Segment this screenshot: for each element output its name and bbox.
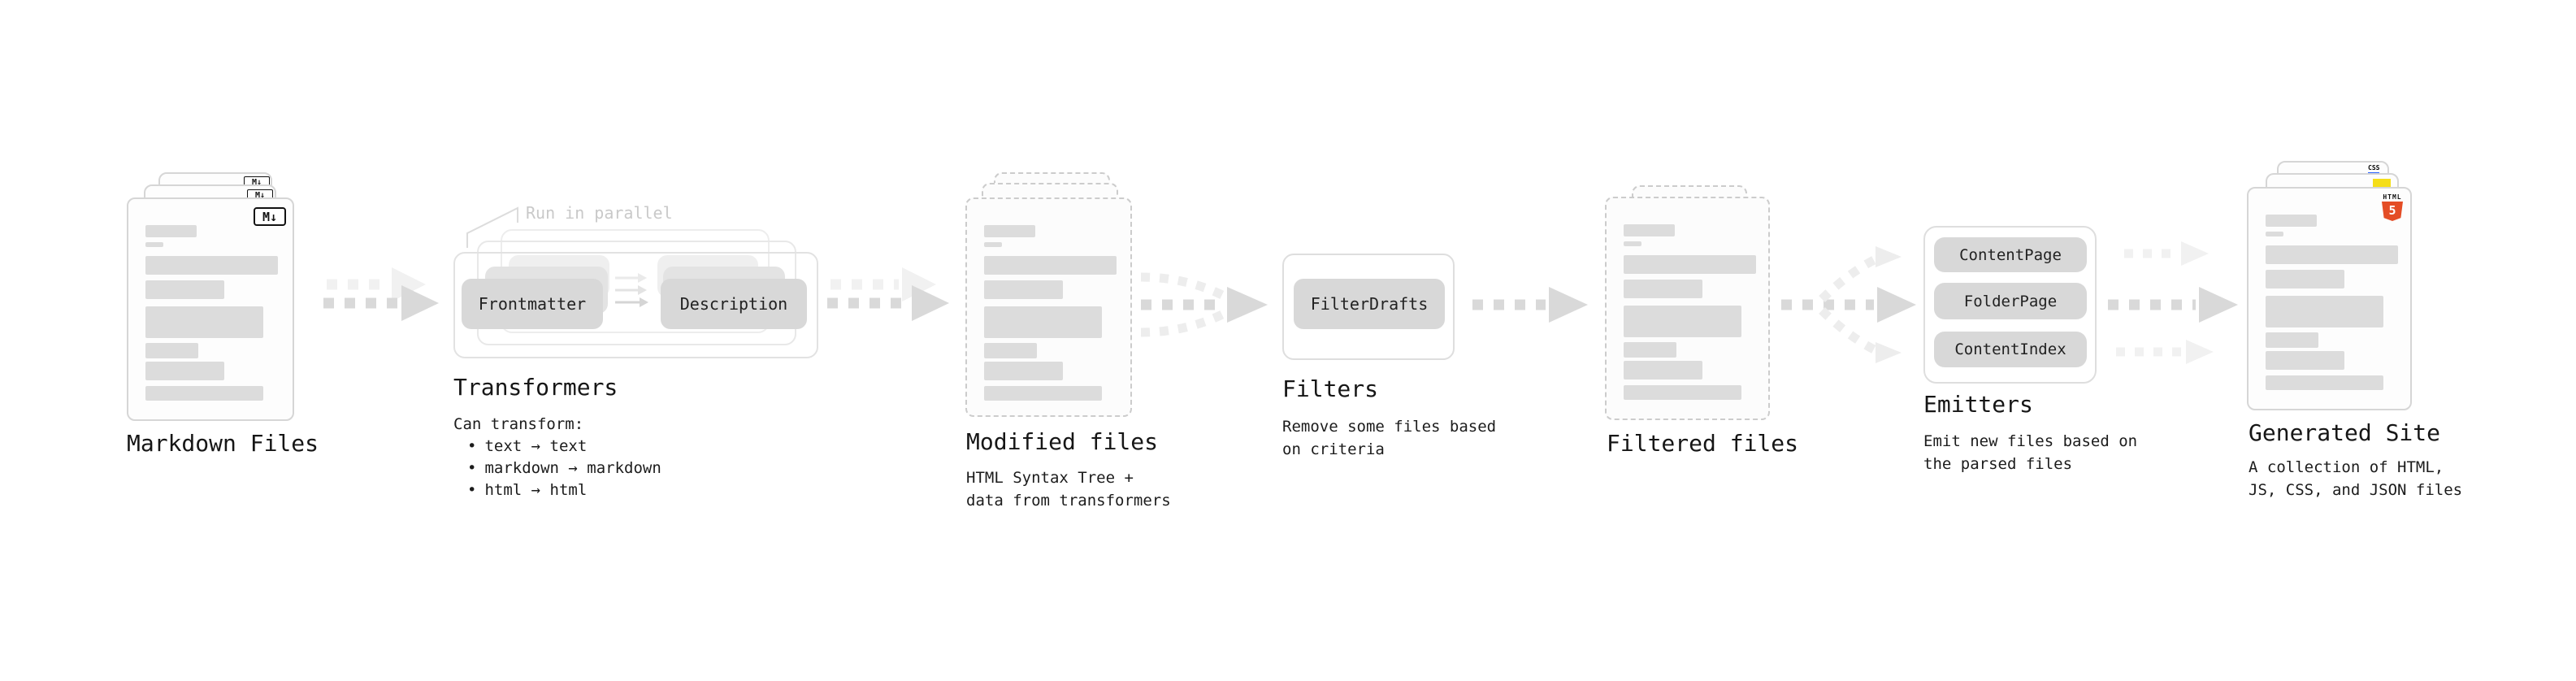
transformers-description: Can transform: •text → text •markdown → … [453, 414, 661, 501]
javascript-icon [2373, 179, 2391, 187]
markdown-files-label: Markdown Files [127, 430, 319, 457]
transformers-bullet: •html → html [467, 481, 588, 499]
flow-arrow-filtered-to-emitters [1781, 246, 1916, 363]
run-in-parallel-note: Run in parallel [526, 203, 673, 223]
filters-label: Filters [1282, 375, 1379, 402]
flow-arrow-filters-to-filtered [1472, 287, 1588, 323]
frontmatter-pill: Frontmatter [462, 279, 603, 329]
generated-site-description: A collection of HTML, JS, CSS, and JSON … [2249, 458, 2463, 499]
contentindex-pill: ContentIndex [1934, 332, 2087, 367]
filters-description: Remove some files based on criteria [1282, 418, 1497, 458]
emitters-description: Emit new files based on the parsed files [1923, 432, 2138, 473]
modified-file-front [965, 197, 1132, 417]
filterdrafts-pill: FilterDrafts [1294, 279, 1445, 329]
generated-site-label: Generated Site [2249, 419, 2441, 446]
description-pill: Description [661, 279, 807, 329]
flow-arrow-modified-to-filters [1140, 272, 1268, 337]
emitters-label: Emitters [1923, 391, 2033, 418]
folderpage-pill: FolderPage [1934, 283, 2087, 319]
html5-icon: HTML 5 [2381, 193, 2404, 221]
markdown-icon: M↓ [254, 207, 286, 226]
markdown-file-front: M↓ [127, 197, 294, 421]
transformers-bullet: •markdown → markdown [467, 459, 661, 477]
transformer-box-front [453, 252, 818, 358]
modified-files-description: HTML Syntax Tree + data from transformer… [966, 469, 1171, 510]
transformers-bullet: •text → text [467, 437, 588, 455]
transformers-label: Transformers [453, 374, 618, 401]
flow-arrow-emitters-to-site [2108, 241, 2238, 364]
filtered-file-front [1605, 197, 1770, 420]
contentpage-pill: ContentPage [1934, 237, 2087, 272]
site-file-html: HTML 5 [2247, 187, 2412, 410]
flow-arrow-markdown-to-transformers [323, 267, 439, 321]
transformers-description-heading: Can transform: [453, 415, 584, 433]
filtered-files-label: Filtered files [1607, 430, 1799, 457]
flow-arrow-transformers-to-modified [827, 267, 949, 321]
modified-files-label: Modified files [966, 428, 1159, 455]
